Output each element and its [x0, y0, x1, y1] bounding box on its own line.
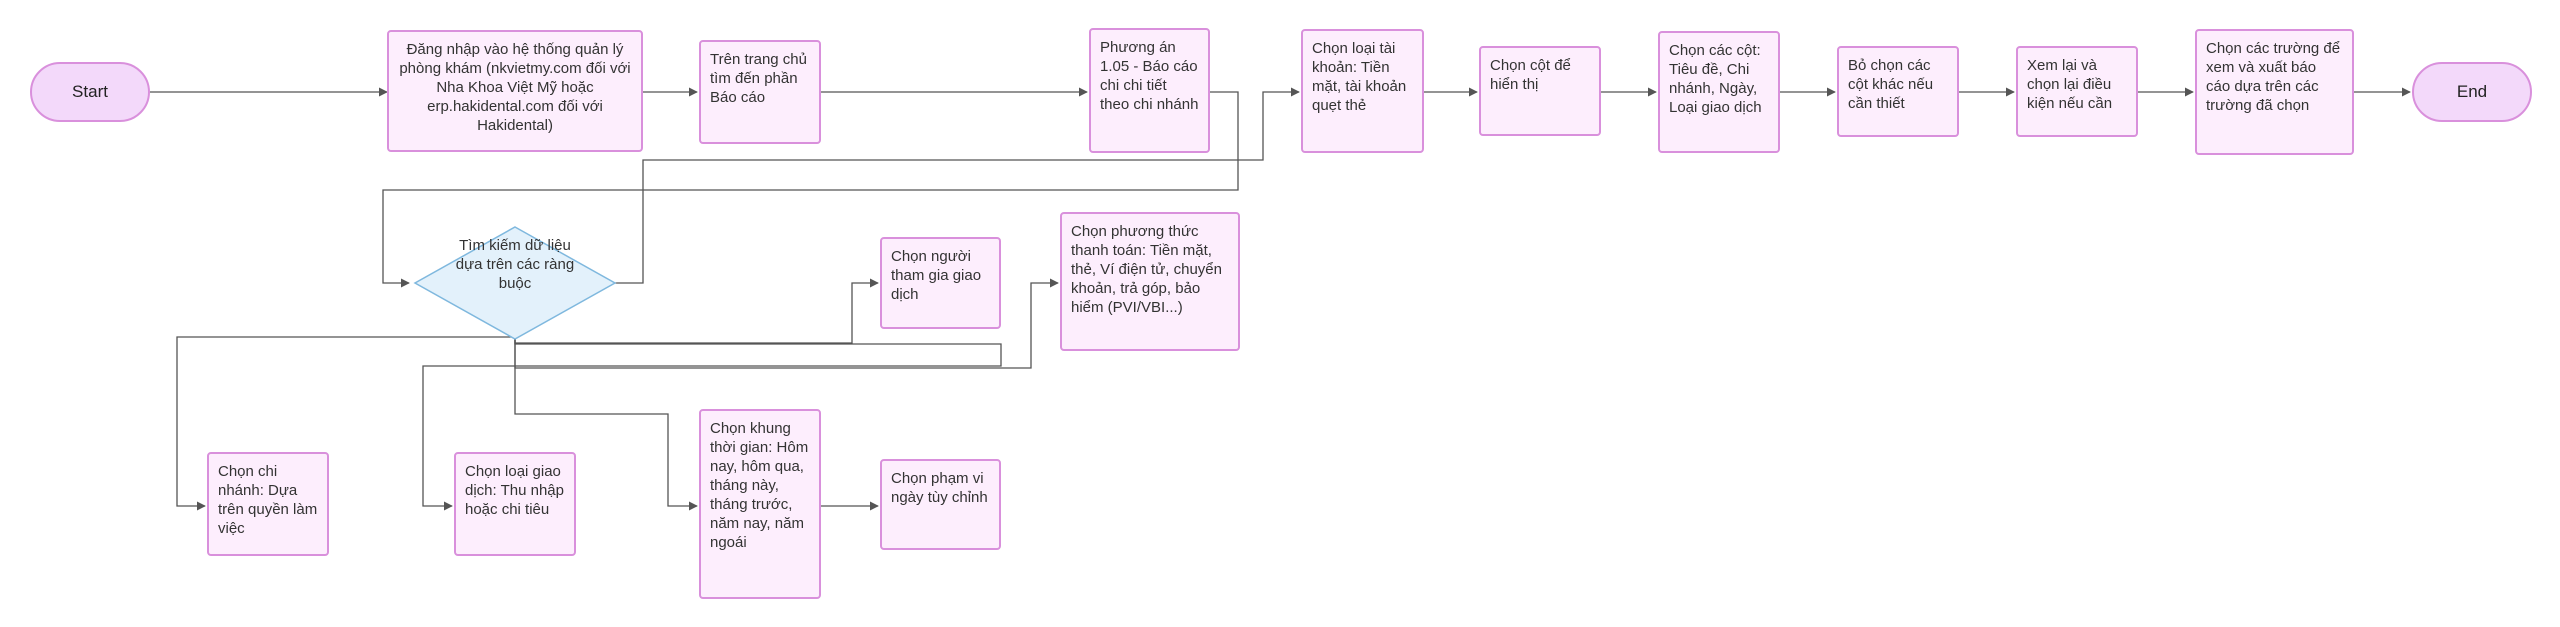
deselect-label: Bỏ chọn các cột khác nếu cần thiết — [1848, 57, 1934, 112]
time-frame-label: Chọn khung thời gian: Hôm nay, hôm qua, … — [710, 420, 809, 551]
custom-range-node: Chọn phạm vi ngày tùy chỉnh — [880, 459, 1001, 550]
decision-node-label: Tìm kiếm dữ liệu dựa trên các ràng buộc — [455, 237, 575, 292]
time-frame-node: Chọn khung thời gian: Hôm nay, hôm qua, … — [699, 409, 821, 599]
display-column-label: Chọn cột để hiển thị — [1490, 57, 1571, 93]
account-type-label: Chọn loại tài khoản: Tiền mặt, tài khoản… — [1312, 40, 1407, 114]
login-label: Đăng nhập vào hệ thống quản lý phòng khá… — [399, 41, 631, 134]
option-105-label: Phương án 1.05 - Báo cáo chi chi tiết th… — [1100, 39, 1199, 113]
login-node: Đăng nhập vào hệ thống quản lý phòng khá… — [387, 30, 643, 152]
display-column-node: Chọn cột để hiển thị — [1479, 46, 1601, 136]
transaction-type-label: Chọn loại giao dịch: Thu nhập hoặc chi t… — [465, 463, 564, 518]
edge-decision-account — [615, 87, 1300, 284]
branch-node: Chọn chi nhánh: Dựa trên quyền làm việc — [207, 452, 329, 556]
edge-option-decision — [382, 91, 1239, 288]
start-node: Start — [30, 62, 150, 122]
review-label: Xem lại và chọn lại điều kiện nếu cần — [2027, 57, 2113, 112]
participant-label: Chọn người tham gia giao dịch — [891, 248, 982, 303]
columns-node: Chọn các cột: Tiêu đề, Chi nhánh, Ngày, … — [1658, 31, 1780, 153]
option-105-node: Phương án 1.05 - Báo cáo chi chi tiết th… — [1089, 28, 1210, 153]
edge-decision-timeframe — [514, 339, 698, 511]
branch-label: Chọn chi nhánh: Dựa trên quyền làm việc — [218, 463, 318, 537]
decision-node-shape — [413, 226, 617, 340]
end-node: End — [2412, 62, 2532, 122]
end-label: End — [2456, 82, 2488, 101]
transaction-type-node: Chọn loại giao dịch: Thu nhập hoặc chi t… — [454, 452, 576, 556]
payment-method-label: Chọn phương thức thanh toán: Tiền mặt, t… — [1071, 223, 1222, 316]
export-node: Chọn các trường để xem và xuất báo cáo d… — [2195, 29, 2354, 155]
payment-method-node: Chọn phương thức thanh toán: Tiền mặt, t… — [1060, 212, 1240, 351]
start-label: Start — [72, 82, 108, 101]
home-report-node: Trên trang chủ tìm đến phần Báo cáo — [699, 40, 821, 144]
participant-node: Chọn người tham gia giao dịch — [880, 237, 1001, 329]
export-label: Chọn các trường để xem và xuất báo cáo d… — [2206, 40, 2341, 114]
custom-range-label: Chọn phạm vi ngày tùy chỉnh — [891, 470, 988, 506]
home-report-label: Trên trang chủ tìm đến phần Báo cáo — [710, 51, 807, 106]
review-node: Xem lại và chọn lại điều kiện nếu cần — [2016, 46, 2138, 137]
columns-label: Chọn các cột: Tiêu đề, Chi nhánh, Ngày, … — [1669, 42, 1762, 116]
deselect-node: Bỏ chọn các cột khác nếu cần thiết — [1837, 46, 1959, 137]
account-type-node: Chọn loại tài khoản: Tiền mặt, tài khoản… — [1301, 29, 1424, 153]
